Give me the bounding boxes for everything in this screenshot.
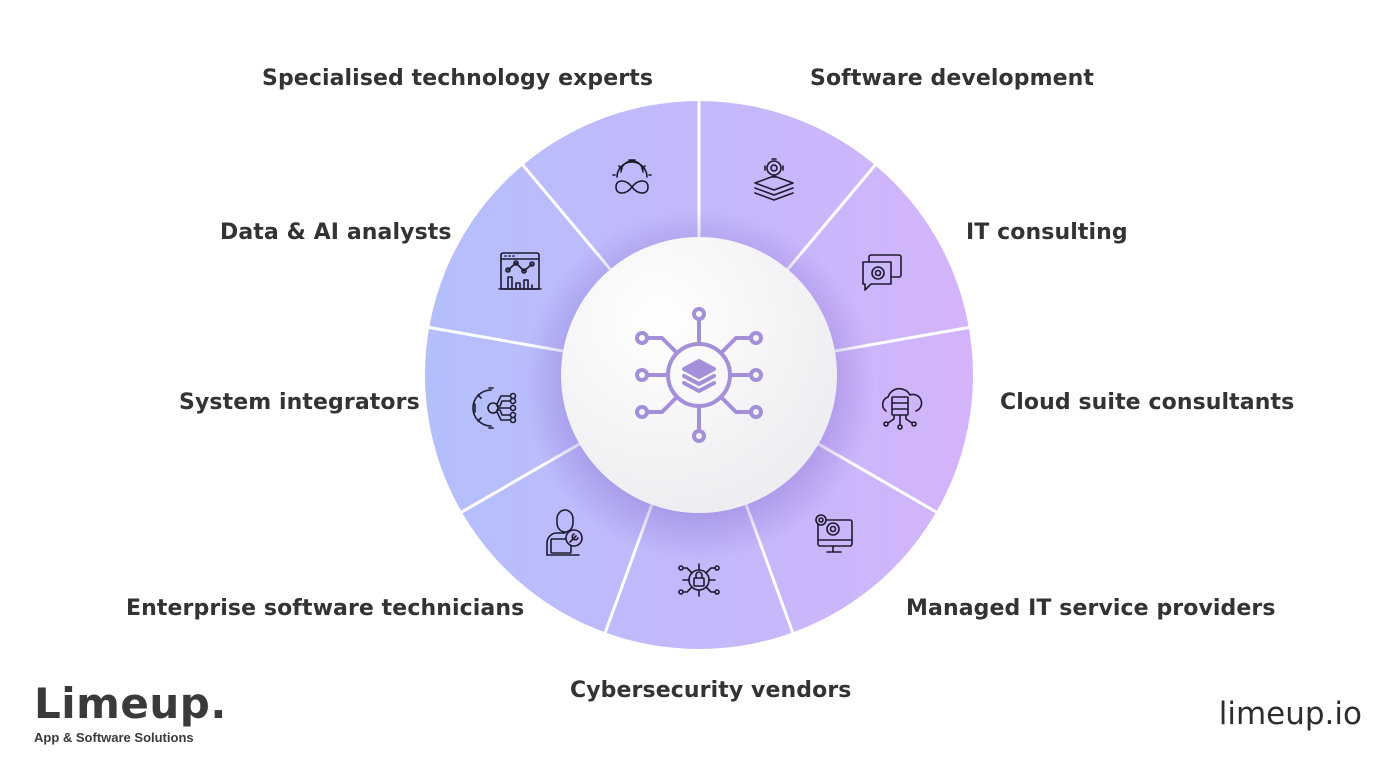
gear-layers-icon <box>754 158 794 201</box>
segment-label-cloud-suite-consultants: Cloud suite consultants <box>1000 390 1295 415</box>
segment-label-cybersecurity-vendors: Cybersecurity vendors <box>570 678 852 703</box>
chat-gear-icon <box>862 254 902 291</box>
website-url: limeup.io <box>1218 696 1362 732</box>
segment-label-software-development: Software development <box>810 66 1095 91</box>
logo-wordmark: Limeup. <box>34 679 227 728</box>
segment-label-system-integrators: System integrators <box>179 390 420 415</box>
segment-label-enterprise-software-technicians: Enterprise software technicians <box>126 596 525 621</box>
circuit-lock-icon <box>678 563 720 597</box>
analytics-dashboard-icon <box>498 252 542 290</box>
monitor-gears-icon <box>815 514 853 553</box>
segment-label-it-consulting: IT consulting <box>966 220 1128 245</box>
gear-infinity-icon <box>612 159 652 194</box>
segment-label-data-ai-analysts: Data & AI analysts <box>220 220 452 245</box>
technician-wrench-icon <box>546 509 583 556</box>
segment-label-managed-it-service-providers: Managed IT service providers <box>906 596 1276 621</box>
logo-tagline: App & Software Solutions <box>34 730 194 745</box>
segment-label-specialised-technology-experts: Specialised technology experts <box>262 66 654 91</box>
gear-circuit-icon <box>472 387 517 429</box>
network-layers-icon <box>635 307 763 443</box>
cloud-server-icon <box>881 387 923 430</box>
brand-logo: Limeup. App & Software Solutions <box>34 679 227 746</box>
